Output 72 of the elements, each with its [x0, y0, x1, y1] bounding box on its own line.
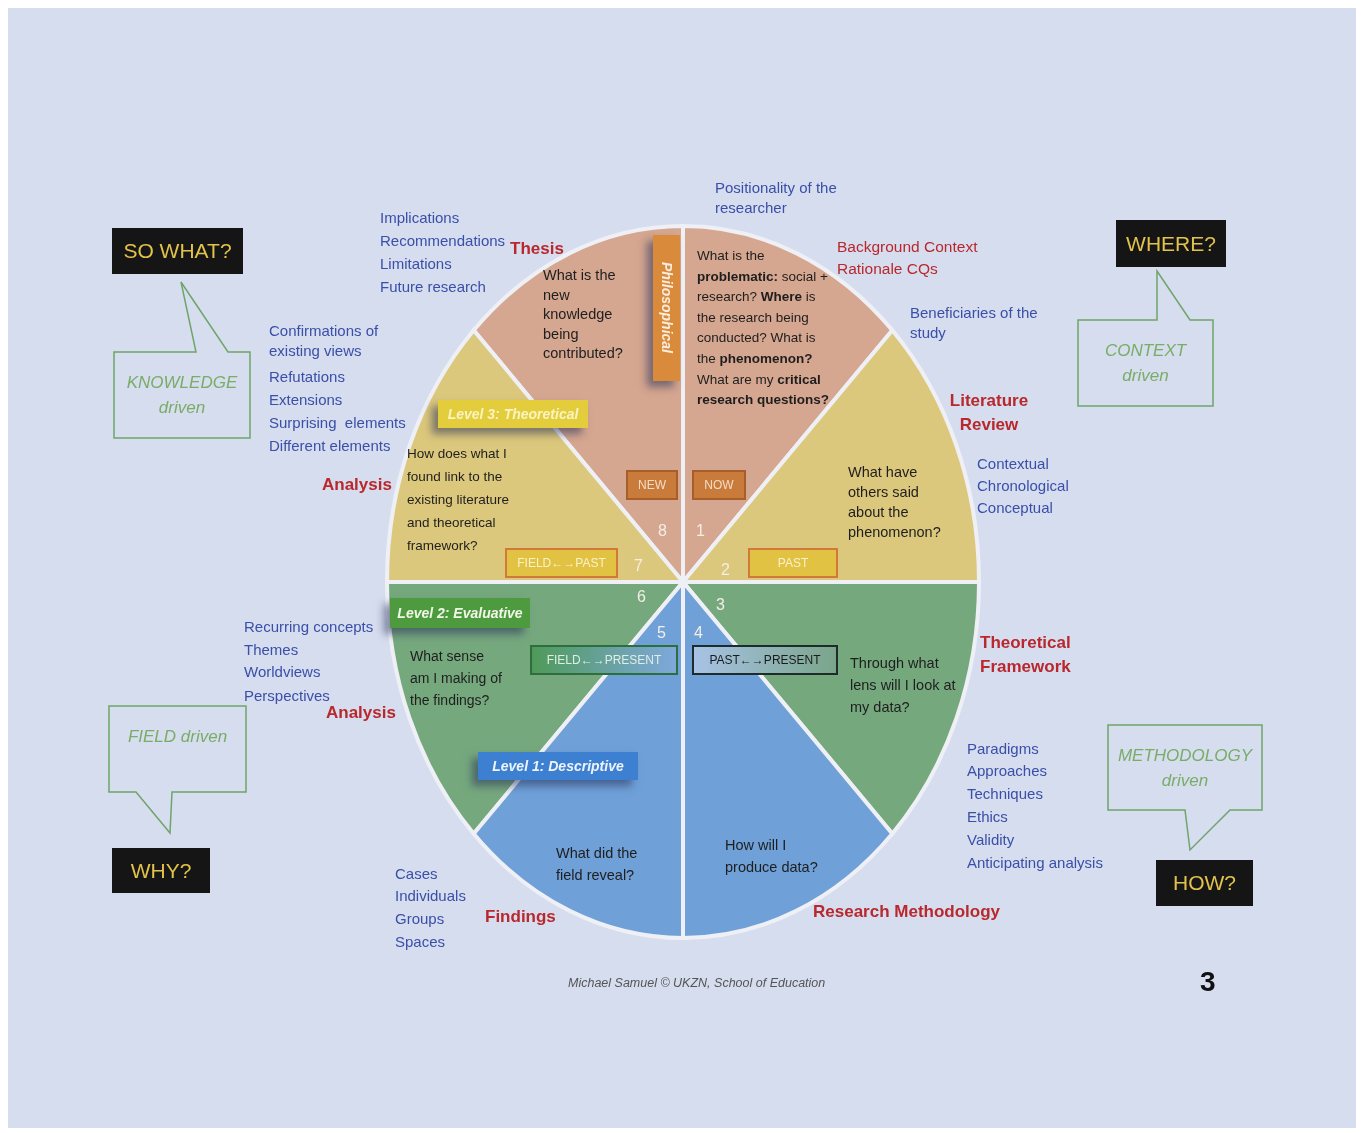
item-text: Contextual — [977, 454, 1049, 474]
question-banner: SO WHAT? — [112, 228, 243, 274]
bubble-text: KNOWLEDGE driven — [125, 372, 239, 419]
question-text: What is the new knowledge being contributed? — [543, 266, 624, 363]
item-text: Different elements — [269, 436, 391, 456]
time-tag: NEW — [626, 470, 678, 500]
sector-number: 4 — [694, 624, 703, 642]
time-tag: NOW — [692, 470, 746, 500]
question-banner: WHERE? — [1116, 220, 1226, 267]
sector-number: 1 — [696, 522, 705, 540]
bubble-text: FIELD driven — [126, 726, 229, 748]
question-text: What is the problematic: social + research? Where is the research being conducted? What is the phenomenon? What are my critical research questions? — [697, 247, 831, 410]
bubble-text: METHODOLOGY driven — [1116, 744, 1254, 792]
bubble-text: CONTEXT driven — [1103, 340, 1188, 387]
item-text: Future research — [380, 277, 486, 297]
question-text: What did the field reveal? — [556, 844, 639, 885]
question-text: How will I produce data? — [725, 836, 819, 877]
item-text: Confirmations of existing views — [269, 321, 380, 361]
level-banner: Level 2: Evaluative — [390, 598, 530, 628]
level-banner: Philosophical — [653, 235, 680, 381]
item-text: Techniques — [967, 784, 1043, 804]
item-text: Worldviews — [244, 662, 321, 682]
item-text: Beneficiaries of the study — [910, 303, 1039, 343]
question-banner: WHY? — [112, 848, 210, 893]
item-text: Background Context — [837, 237, 978, 257]
section-heading: Findings — [485, 906, 556, 928]
sector-number: 6 — [637, 588, 646, 606]
item-text: Recurring concepts — [244, 617, 374, 637]
item-text: Conceptual — [977, 498, 1053, 518]
item-text: Ethics — [967, 807, 1008, 827]
sector-number: 3 — [716, 596, 725, 614]
time-tag: PAST — [748, 548, 838, 578]
question-text: What sense am I making of the findings? — [410, 647, 503, 710]
level-banner: Level 3: Theoretical — [438, 400, 588, 428]
item-text: Refutations — [269, 367, 345, 387]
sector-number: 7 — [634, 557, 643, 575]
item-text: Recommendations — [380, 231, 506, 251]
item-text: Perspectives — [244, 686, 330, 706]
item-text: Limitations — [380, 254, 452, 274]
item-text: Approaches — [967, 761, 1048, 781]
item-text: Spaces — [395, 932, 446, 952]
item-text: Paradigms — [967, 739, 1039, 759]
item-text: Rationale CQs — [837, 259, 938, 279]
level-banner: Level 1: Descriptive — [478, 752, 638, 780]
item-text: Surprising elements — [269, 413, 406, 433]
item-text: Groups — [395, 909, 445, 929]
section-heading: Analysis — [322, 474, 392, 496]
footer-caption: Michael Samuel © UKZN, School of Education — [568, 976, 826, 990]
sector-number: 5 — [657, 624, 666, 642]
item-text: Validity — [967, 830, 1015, 850]
time-tag: FIELD←→PRESENT — [530, 645, 678, 675]
question-banner: HOW? — [1156, 860, 1253, 906]
section-heading: Literature Review — [948, 390, 1030, 436]
section-heading: Thesis — [510, 238, 564, 260]
section-heading: Research Methodology — [813, 901, 1001, 923]
question-text: What have others said about the phenomenon? — [848, 463, 942, 542]
page-number: 3 — [1200, 966, 1216, 998]
time-tag: PAST←→PRESENT — [692, 645, 838, 675]
item-text: Extensions — [269, 390, 343, 410]
time-tag: FIELD←→PAST — [505, 548, 618, 578]
sector-number: 8 — [658, 522, 667, 540]
item-text: Individuals — [395, 886, 466, 906]
section-heading: Analysis — [326, 703, 396, 724]
item-text: Implications — [380, 208, 460, 228]
item-text: Chronological — [977, 476, 1069, 496]
item-text: Anticipating analysis — [967, 853, 1103, 873]
item-text: Themes — [244, 640, 299, 660]
question-text: Through what lens will I look at my data? — [850, 654, 957, 717]
item-text: Positionality of the researcher — [715, 178, 838, 218]
item-text: Cases — [395, 864, 438, 884]
section-heading: Theoretical Framework — [980, 632, 1072, 678]
sector-number: 2 — [721, 561, 730, 579]
